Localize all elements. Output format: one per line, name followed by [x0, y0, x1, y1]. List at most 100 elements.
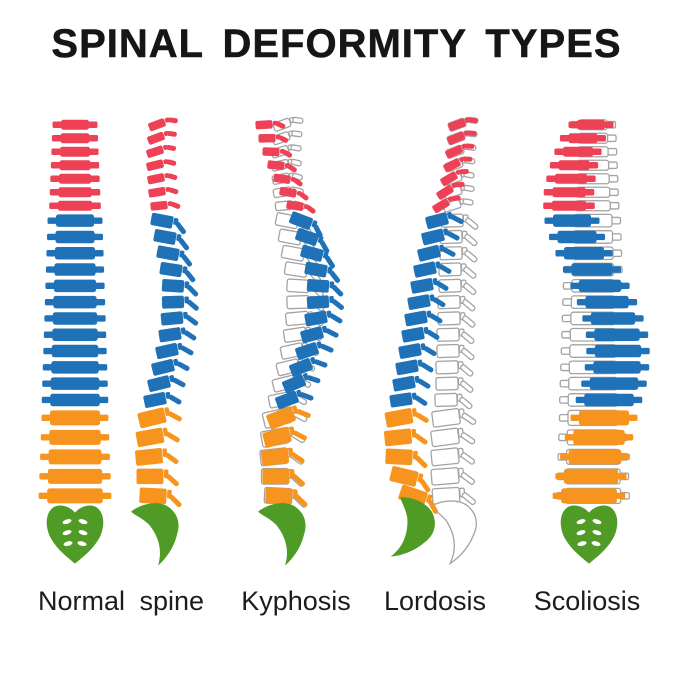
- vertebra: [155, 342, 194, 360]
- vertebra: [389, 392, 428, 408]
- vertebra: [279, 186, 309, 201]
- vertebra: [295, 341, 334, 360]
- spine-label-lordosis: Lordosis: [383, 586, 487, 616]
- vertebra: [384, 408, 429, 428]
- vertebra: [47, 214, 103, 227]
- vertebra: [447, 130, 477, 145]
- vertebra: [161, 279, 199, 297]
- vertebra: [543, 200, 595, 211]
- vertebra: [42, 377, 108, 390]
- spine-kyphosis: [255, 116, 345, 566]
- vertebra: [421, 228, 460, 246]
- vertebra: [585, 328, 649, 341]
- vertebra: [50, 173, 100, 184]
- vertebra: [440, 168, 469, 186]
- vertebra: [445, 143, 475, 159]
- spine-label-kyphosis: Kyphosis: [241, 586, 351, 616]
- vertebra: [267, 160, 297, 173]
- vertebra: [404, 310, 443, 327]
- vertebra: [40, 449, 110, 465]
- vertebra: [575, 393, 643, 407]
- spine-scoliosis: [543, 119, 650, 564]
- vertebra: [156, 245, 193, 267]
- vertebra: [134, 447, 179, 466]
- sacrum: [390, 497, 435, 557]
- ghost-vertebra: [434, 392, 473, 410]
- vertebra: [147, 130, 177, 145]
- vertebra: [45, 263, 105, 276]
- colored-spine: [543, 119, 650, 564]
- vertebra: [266, 405, 311, 430]
- vertebra: [273, 173, 303, 187]
- vertebra: [425, 211, 464, 230]
- vertebra: [548, 230, 606, 244]
- vertebra: [289, 211, 323, 238]
- colored-spine: [255, 120, 345, 566]
- vertebra: [151, 358, 190, 376]
- vertebra: [46, 247, 104, 260]
- vertebra: [395, 359, 434, 376]
- ghost-sacrum: [429, 500, 477, 566]
- vertebra: [562, 263, 622, 276]
- vertebra: [150, 212, 186, 235]
- vertebra: [586, 344, 650, 358]
- vertebra: [42, 361, 108, 374]
- vertebra: [295, 228, 330, 254]
- vertebra: [148, 117, 178, 132]
- spine-normal-side: [131, 117, 199, 566]
- vertebra: [568, 119, 614, 130]
- sacrum: [46, 505, 104, 564]
- vertebra: [148, 186, 179, 198]
- vertebra: [153, 229, 190, 251]
- sacrum: [131, 503, 179, 566]
- spine-label-normal: Normal spine: [37, 586, 205, 616]
- vertebra: [385, 448, 428, 469]
- colored-spine: [383, 117, 478, 557]
- vertebra: [389, 466, 431, 493]
- vertebra: [146, 144, 177, 158]
- vertebra: [383, 428, 428, 447]
- vertebra: [546, 173, 596, 184]
- vertebra: [43, 328, 107, 341]
- vertebra: [289, 356, 328, 377]
- ghost-vertebra: [436, 343, 475, 361]
- vertebra: [255, 120, 286, 130]
- vertebra: [286, 200, 316, 214]
- vertebra: [544, 214, 600, 227]
- vertebra: [46, 230, 104, 244]
- ghost-vertebra: [431, 407, 477, 428]
- vertebra: [44, 312, 106, 325]
- vertebra: [136, 468, 179, 487]
- vertebra: [413, 261, 452, 278]
- vertebra: [549, 160, 599, 171]
- vertebra: [304, 310, 343, 327]
- spine-normal-front: [38, 119, 112, 564]
- vertebra: [543, 187, 595, 198]
- vertebra: [306, 279, 344, 297]
- vertebra: [265, 487, 308, 508]
- vertebra: [51, 133, 99, 144]
- vertebra: [139, 487, 182, 508]
- spine-lordosis: [383, 116, 479, 566]
- vertebra: [258, 133, 289, 143]
- vertebra: [432, 195, 461, 214]
- colored-spine: [131, 117, 199, 566]
- vertebra: [392, 375, 431, 392]
- vertebra: [552, 488, 626, 504]
- vertebra: [51, 146, 99, 157]
- vertebra: [448, 117, 478, 132]
- vertebra: [150, 200, 181, 211]
- vertebra: [570, 410, 638, 426]
- vertebra: [147, 375, 186, 392]
- colored-spine: [38, 119, 112, 564]
- page-title: SPINAL DEFORMITY TYPES: [51, 22, 622, 67]
- vertebra: [262, 426, 307, 448]
- vertebra: [306, 295, 345, 311]
- vertebra: [275, 389, 314, 410]
- vertebra: [38, 488, 112, 504]
- vertebra: [398, 343, 437, 359]
- vertebra: [401, 326, 440, 343]
- vertebra: [137, 407, 182, 429]
- vertebra: [45, 279, 105, 293]
